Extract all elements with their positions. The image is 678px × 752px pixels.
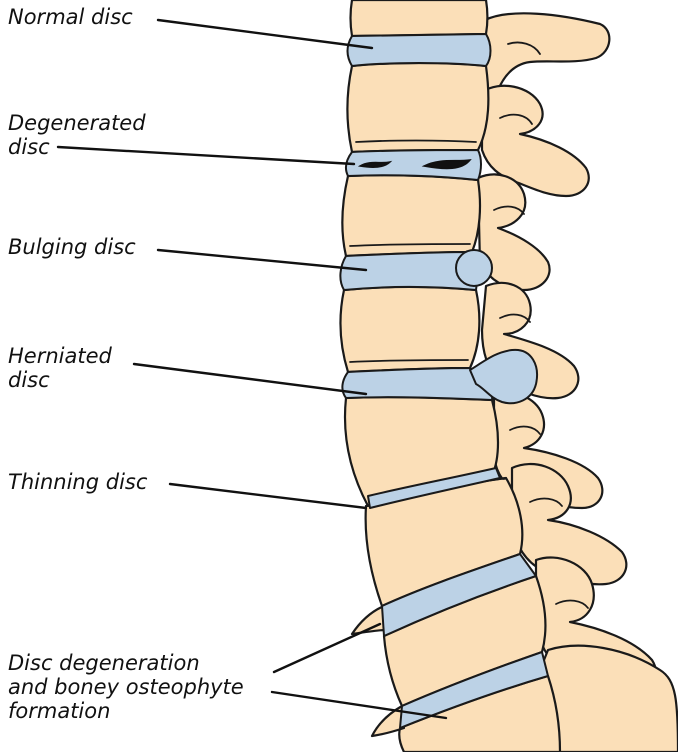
leader-herniated-disc [134, 364, 366, 394]
label-osteophyte-formation: Disc degeneration and boney osteophyte f… [8, 651, 244, 723]
label-degenerated-disc: Degenerated disc [8, 111, 146, 159]
bulging-disc-bulge [456, 250, 492, 286]
normal-disc-shape [348, 34, 491, 66]
label-normal-disc: Normal disc [8, 5, 133, 29]
label-bulging-disc: Bulging disc [8, 235, 136, 259]
vertebra-2 [348, 63, 489, 152]
herniated-disc-shape [342, 368, 492, 400]
leader-normal-disc [158, 20, 372, 48]
vertebra-top [351, 0, 488, 36]
leader-thinning-disc [170, 484, 366, 508]
label-herniated-disc: Herniated disc [8, 344, 112, 392]
label-thinning-disc: Thinning disc [8, 470, 147, 494]
leader-osteophyte-upper [274, 624, 380, 672]
leader-bulging-disc [158, 250, 366, 270]
